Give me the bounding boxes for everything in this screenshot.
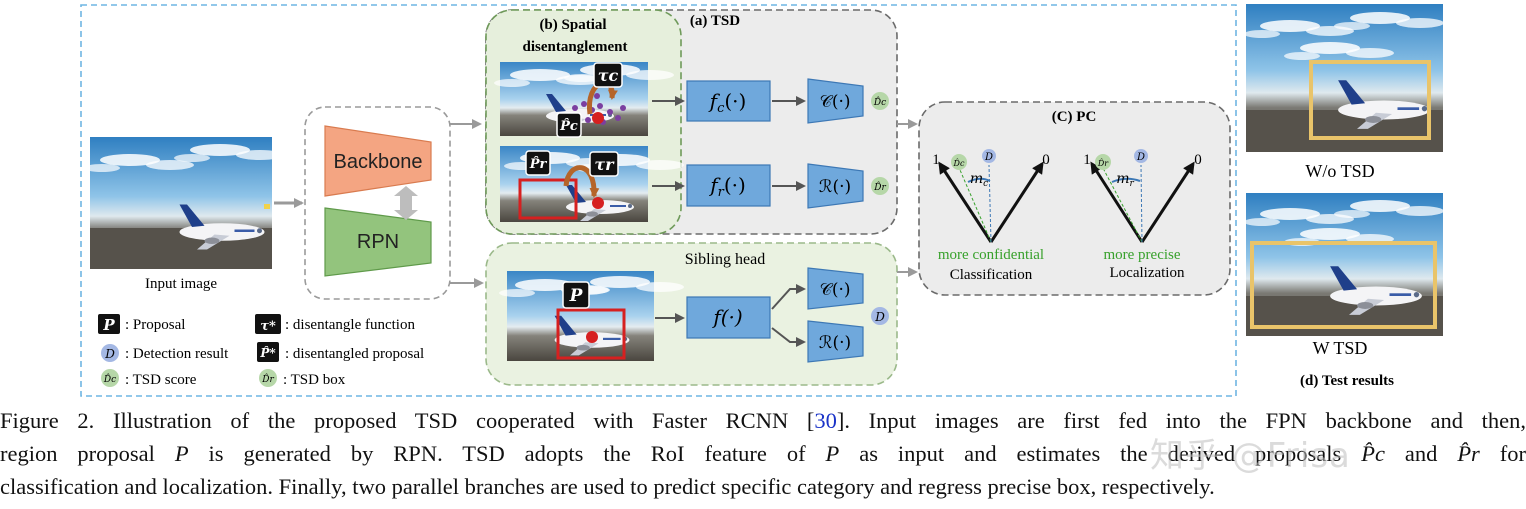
reg-label-tsd: ℛ(·): [819, 177, 851, 197]
rpn-label: RPN: [357, 231, 399, 253]
svg-text:D̂c: D̂c: [953, 159, 965, 168]
citation-link[interactable]: 30: [814, 408, 837, 433]
cls-one-label: 1: [932, 152, 940, 168]
svg-text:τc: τc: [598, 66, 619, 85]
svg-text:: TSD score: : TSD score: [125, 372, 197, 388]
svg-text:P: P: [569, 286, 584, 306]
svg-text:: Proposal: : Proposal: [125, 317, 185, 333]
legend-item-tsd-box: D̂r : TSD box: [259, 369, 346, 388]
proposal-p-chip: P: [562, 281, 590, 309]
reg-trapezoid-sibling: [807, 320, 864, 363]
svg-text:D̂r: D̂r: [873, 181, 886, 193]
loc-dr-badge: [1095, 154, 1111, 170]
figure-caption: Figure 2. Illustration of the proposed T…: [0, 404, 1526, 503]
legend-item-proposal: P : Proposal: [98, 314, 185, 334]
svg-text:: disentangled proposal: : disentangled proposal: [285, 346, 424, 362]
svg-text:D: D: [1136, 152, 1145, 163]
fr-label: fr(·): [708, 173, 746, 200]
loc-zero-label: 0: [1194, 152, 1202, 168]
svg-text:: TSD box: : TSD box: [283, 372, 346, 388]
pc-localization-plot: [1090, 161, 1195, 243]
svg-text:D: D: [874, 310, 885, 324]
loc-note: more precise: [1103, 247, 1180, 263]
loc-one-label: 1: [1083, 152, 1091, 168]
svg-text:P̂r: P̂r: [529, 156, 548, 172]
svg-text:D̂r: D̂r: [1097, 159, 1109, 168]
svg-text:P̂c: P̂c: [559, 118, 578, 134]
pc-title: (C) PC: [1052, 109, 1097, 125]
spatial-image-localization: [500, 146, 684, 222]
f-box: [686, 296, 771, 339]
svg-text:D̂r: D̂r: [261, 373, 274, 385]
result-image-with-tsd: [1244, 193, 1444, 336]
tau-r-chip: τr: [589, 151, 619, 177]
svg-text:τr: τr: [594, 155, 615, 174]
pc-hat-chip: P̂c: [556, 112, 582, 138]
fc-label: fc(·): [708, 89, 747, 116]
legend-item-tsd-score: D̂c : TSD score: [101, 369, 197, 388]
cls-label-sibling: 𝒞(·): [819, 280, 850, 300]
spatial-image-classification: [494, 62, 674, 136]
caption-line-1: Figure 2. Illustration of the proposed T…: [0, 408, 1526, 433]
spatial-title-line2: disentanglement: [523, 39, 628, 55]
legend-item-disentangled-proposal: P̂* : disentangled proposal: [257, 342, 424, 362]
svg-text:P̂*: P̂*: [259, 345, 276, 360]
svg-text:D: D: [984, 152, 993, 163]
legend: P : Proposal D : Detection result D̂c : …: [98, 314, 424, 388]
backbone-trapezoid: [324, 125, 432, 197]
result-image-without-tsd: [1244, 4, 1444, 152]
pc-classification-plot: [938, 161, 1044, 243]
tsd-title: (a) TSD: [690, 13, 740, 29]
backbone-rpn-container: [304, 106, 451, 300]
caption-line-2: region proposal P is generated by RPN. T…: [0, 441, 1526, 466]
reg-label-sibling: ℛ(·): [819, 333, 851, 353]
svg-text:: Detection result: : Detection result: [125, 346, 229, 362]
spatial-title-line1: (b) Spatial: [539, 17, 606, 33]
result-label-without-tsd: W/o TSD: [1305, 161, 1374, 181]
legend-item-disentangle-function: τ* : disentangle function: [255, 314, 415, 334]
fr-box: [686, 164, 771, 207]
cls-note: more confidential: [938, 247, 1044, 263]
result-label-with-tsd: W TSD: [1313, 338, 1368, 358]
backbone-label: Backbone: [334, 151, 423, 173]
svg-text:D̂c: D̂c: [103, 373, 116, 385]
d-badge-sibling: [871, 307, 889, 325]
tsd-architecture-diagram: Input image Backbone RPN (a) TSD (b) Spa…: [80, 4, 1444, 397]
svg-text:τ*: τ*: [260, 319, 276, 334]
sibling-head-title: Sibling head: [685, 251, 765, 268]
f-label: f(·): [711, 305, 742, 329]
zhihu-watermark: 知乎 @Frisa: [1150, 436, 1351, 476]
svg-text:P: P: [102, 316, 115, 334]
cls-dc-badge: [951, 154, 967, 170]
cls-zero-label: 0: [1042, 152, 1050, 168]
tau-c-chip: τc: [593, 62, 623, 88]
arrow-f-to-cls: [771, 284, 806, 310]
svg-text:: disentangle function: : disentangle function: [285, 317, 415, 333]
rpn-trapezoid: [324, 207, 432, 277]
cls-d-badge: [982, 149, 996, 163]
cls-label-tsd: 𝒞(·): [819, 92, 850, 112]
legend-item-detection-result: D : Detection result: [101, 344, 229, 362]
cls-trapezoid-sibling: [807, 267, 864, 310]
pr-hat-chip: P̂r: [525, 150, 551, 176]
fc-box: [686, 80, 771, 122]
cls-label: Classification: [950, 267, 1033, 283]
reg-trapezoid-tsd: [807, 163, 864, 209]
input-image: [84, 137, 284, 269]
backbone-rpn-bidirectional-arrow: [394, 186, 418, 220]
dr-badge: [871, 177, 889, 195]
loc-label: Localization: [1110, 265, 1185, 281]
svg-text:D̂c: D̂c: [873, 96, 886, 108]
test-results-title: (d) Test results: [1300, 373, 1394, 389]
input-image-caption: Input image: [145, 276, 217, 292]
loc-d-badge: [1134, 149, 1148, 163]
caption-line-3: classification and localization. Finally…: [0, 474, 1215, 499]
svg-text:D: D: [104, 347, 115, 361]
outer-dashed-frame: [80, 4, 1237, 397]
pc-panel: [918, 101, 1231, 296]
cls-trapezoid-tsd: [807, 78, 864, 124]
arrow-f-to-reg: [771, 327, 806, 347]
dc-badge: [871, 92, 889, 110]
